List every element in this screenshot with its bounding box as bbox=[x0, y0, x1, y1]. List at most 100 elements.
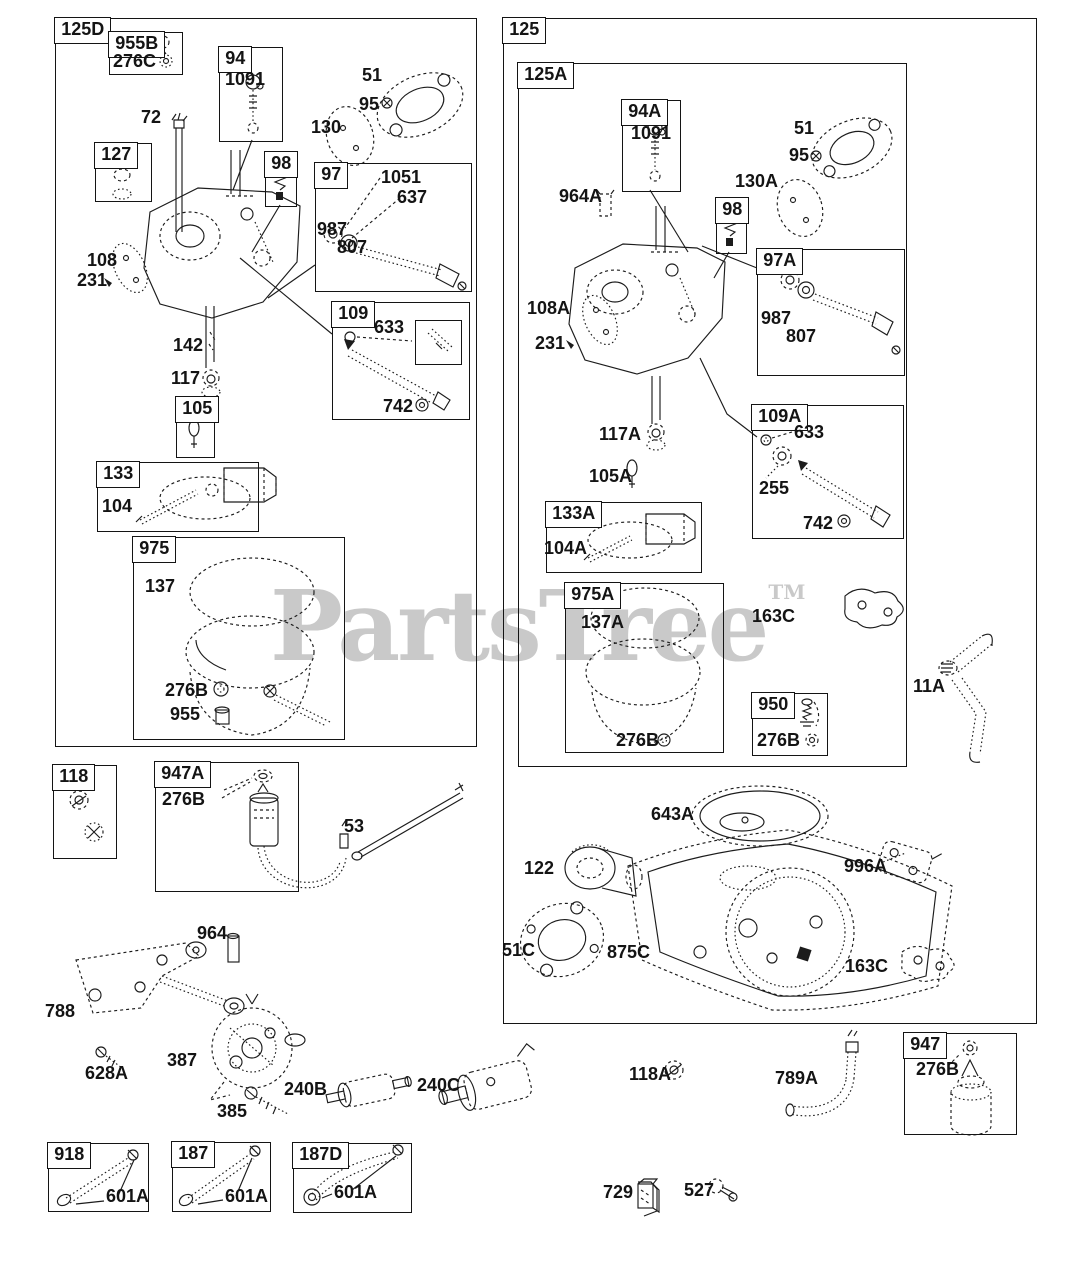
rod-187-art bbox=[178, 1145, 261, 1207]
gasket-51-right-art bbox=[811, 117, 893, 179]
part-label-163c-62: 163C bbox=[845, 956, 889, 976]
plate-108-left-art bbox=[104, 242, 148, 294]
part-label-807-9: 807 bbox=[337, 237, 368, 257]
tube-11a-art bbox=[938, 633, 993, 763]
callout-box-947: 947 bbox=[903, 1032, 1017, 1135]
carb-body-left-art bbox=[143, 150, 301, 319]
part-label-72-2: 72 bbox=[141, 107, 162, 127]
pin-964a-art bbox=[596, 189, 615, 217]
filter-947-art bbox=[947, 1040, 992, 1136]
part-label-628a-24: 628A bbox=[85, 1063, 129, 1083]
orings-127-art bbox=[112, 168, 132, 200]
part-label-163c-55: 163C bbox=[752, 606, 796, 626]
part-label-51c-59: 51C bbox=[502, 940, 536, 960]
callout-box-label-950: 950 bbox=[751, 692, 796, 719]
callout-box-94: 94 bbox=[218, 46, 283, 142]
part-label-1091-37: 1091 bbox=[631, 123, 672, 143]
bracket-788-art bbox=[75, 941, 245, 1015]
part-label-987-42: 987 bbox=[761, 308, 792, 328]
float-133-art bbox=[135, 467, 277, 525]
callout-box-label-109a: 109A bbox=[751, 404, 809, 431]
part-label-807-43: 807 bbox=[786, 326, 817, 346]
callout-box-98-right: 98 bbox=[715, 197, 750, 254]
callout-box-955b: 955B bbox=[108, 31, 183, 75]
part-label-964-22: 964 bbox=[197, 923, 228, 943]
callout-box-label-125: 125 bbox=[502, 17, 547, 44]
needle-valve-94-art bbox=[245, 74, 264, 134]
part-label-387-25: 387 bbox=[167, 1050, 198, 1070]
part-label-729-32: 729 bbox=[603, 1182, 634, 1202]
callout-box-label-975: 975 bbox=[132, 536, 177, 563]
screw-385-art bbox=[244, 1086, 289, 1115]
callout-box-133a: 133A bbox=[545, 501, 702, 573]
callout-box-109a: 109A bbox=[751, 404, 904, 539]
screw-628a-art bbox=[95, 1046, 123, 1069]
part-label-108a-44: 108A bbox=[527, 298, 571, 318]
part-label-51-39: 51 bbox=[794, 118, 815, 138]
callout-box-94a: 94A bbox=[621, 99, 681, 192]
part-label-95-4: 95 bbox=[359, 94, 380, 114]
watermark-tm-icon: TM bbox=[768, 580, 806, 604]
gasket-130a-art bbox=[776, 179, 824, 237]
callout-box-label-118: 118 bbox=[52, 764, 96, 791]
callout-box-125: 125 bbox=[502, 17, 1037, 1024]
part-label-51-3: 51 bbox=[362, 65, 383, 85]
gasket-51c-art bbox=[519, 901, 605, 978]
part-label-633-14: 633 bbox=[374, 317, 405, 337]
part-label-240c-28: 240C bbox=[417, 1075, 461, 1095]
part-label-137-17: 137 bbox=[145, 576, 176, 596]
kit-996a-art bbox=[877, 840, 942, 884]
part-label-231-45: 231 bbox=[535, 333, 566, 353]
callout-box-187d: 187D bbox=[292, 1142, 412, 1213]
part-label-742-50: 742 bbox=[803, 513, 834, 533]
part-label-118a-34: 118A bbox=[629, 1064, 672, 1084]
callout-box-label-918: 918 bbox=[47, 1142, 92, 1169]
callout-box-633-inner bbox=[415, 320, 462, 365]
gasket-130-left-art bbox=[325, 106, 375, 166]
callout-box-105: 105 bbox=[175, 396, 220, 458]
callout-box-118: 118 bbox=[52, 764, 117, 859]
callout-box-label-947a: 947A bbox=[154, 761, 212, 788]
part-label-601a-30: 601A bbox=[225, 1186, 269, 1206]
pipe-117a-art bbox=[646, 376, 666, 451]
nuts-118-art bbox=[69, 790, 104, 842]
part-label-276c-0: 276C bbox=[113, 51, 157, 71]
part-label-643a-57: 643A bbox=[651, 804, 695, 824]
rod-53-art bbox=[351, 782, 464, 861]
callout-box-975: 975 bbox=[132, 536, 345, 740]
callout-box-label-94a: 94A bbox=[621, 99, 669, 126]
shaft-97a-art bbox=[776, 263, 901, 355]
callout-box-125a: 125A bbox=[517, 62, 907, 767]
part-label-105a-47: 105A bbox=[589, 466, 633, 486]
hose-789a-art bbox=[785, 1029, 859, 1117]
part-label-122-58: 122 bbox=[524, 858, 555, 878]
diaphragm-643a-art bbox=[691, 785, 829, 847]
callout-box-label-955b: 955B bbox=[108, 31, 166, 58]
rod-187d-art bbox=[303, 1144, 404, 1206]
nut-118a-art bbox=[664, 1060, 684, 1080]
main-jet-72-art bbox=[171, 112, 188, 232]
part-label-601a-31: 601A bbox=[334, 1182, 378, 1202]
part-label-142-12: 142 bbox=[173, 335, 204, 355]
watermark-text: PartsTree bbox=[270, 569, 769, 683]
part-label-601a-29: 601A bbox=[106, 1186, 150, 1206]
fuel-tank-875c-art bbox=[627, 829, 953, 1011]
gasket-163c-upper-art bbox=[844, 588, 904, 629]
part-label-276b-36: 276B bbox=[916, 1059, 960, 1079]
part-label-987-8: 987 bbox=[317, 219, 348, 239]
callout-box-133: 133 bbox=[96, 461, 259, 532]
part-label-95-40: 95 bbox=[789, 145, 810, 165]
part-label-996a-61: 996A bbox=[844, 856, 888, 876]
callout-box-label-975a: 975A bbox=[564, 582, 622, 609]
callout-box-918: 918 bbox=[47, 1142, 149, 1212]
screw-95-left-art bbox=[381, 97, 393, 109]
gasket-163c-lower-art bbox=[901, 945, 955, 982]
part-label-789a-35: 789A bbox=[775, 1068, 819, 1088]
part-label-742-15: 742 bbox=[383, 396, 414, 416]
carb-body-right-art bbox=[568, 206, 726, 375]
part-label-117-13: 117 bbox=[171, 368, 201, 388]
fuel-pipe-142-art bbox=[201, 306, 221, 398]
filter-240c-art bbox=[438, 1042, 535, 1111]
